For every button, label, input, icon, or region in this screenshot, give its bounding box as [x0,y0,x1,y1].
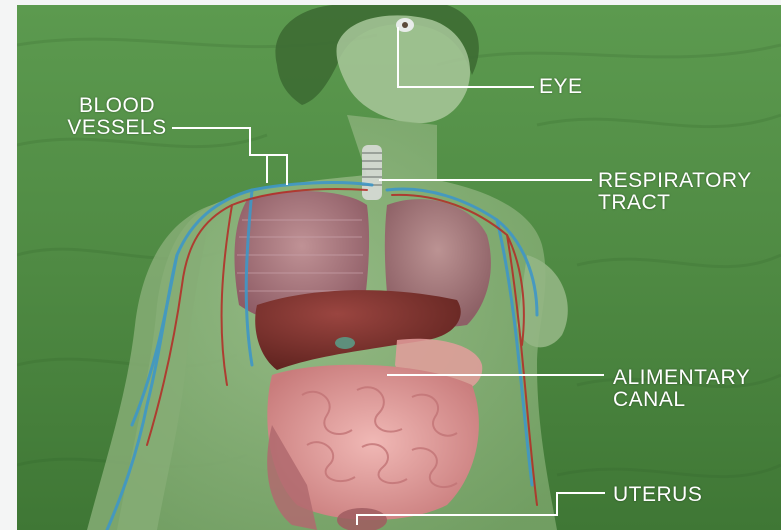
label-eye: EYE [539,76,583,98]
label-blood-vessels: BLOOD VESSELS [57,95,177,139]
label-uterus: UTERUS [613,484,702,506]
label-alimentary-line1: ALIMENTARY [613,367,750,389]
anatomy-illustration [17,5,781,530]
label-blood-vessels-line2: VESSELS [57,117,177,139]
gallbladder [335,337,355,349]
label-alimentary-canal: ALIMENTARY CANAL [613,367,750,411]
label-blood-vessels-line1: BLOOD [57,95,177,117]
trachea [362,145,382,200]
label-respiratory-line2: TRACT [598,192,752,214]
label-alimentary-line2: CANAL [613,389,750,411]
anatomy-svg [17,5,781,530]
label-respiratory-tract: RESPIRATORY TRACT [598,170,752,214]
label-respiratory-line1: RESPIRATORY [598,170,752,192]
